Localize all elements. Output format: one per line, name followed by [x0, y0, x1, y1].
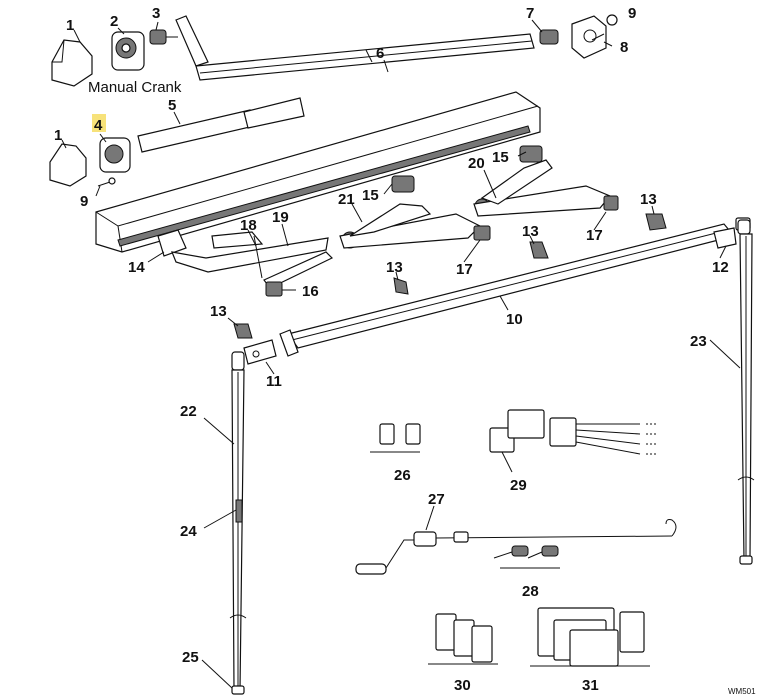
part-label-23: 23 — [690, 333, 707, 350]
part-label-6: 6 — [376, 45, 384, 62]
part-4-highlight — [92, 114, 106, 132]
part-label-18: 18 — [240, 217, 257, 234]
part-label-10: 10 — [506, 311, 523, 328]
part-label-26: 26 — [394, 467, 411, 484]
part-label-13: 13 — [210, 303, 227, 320]
part-label-29: 29 — [510, 477, 527, 494]
manual-crank-caption: Manual Crank — [88, 79, 182, 96]
part-3-bearing — [149, 29, 178, 45]
part-label-17: 17 — [586, 227, 603, 244]
part-label-16: 16 — [302, 283, 319, 300]
arm-assembly-left — [157, 229, 334, 297]
part-1-endcap-top — [51, 39, 93, 87]
part-13-cap-c — [393, 277, 409, 295]
part-label-22: 22 — [180, 403, 197, 420]
part-30-shims — [428, 613, 498, 665]
part-22-support-arm-left — [229, 351, 247, 695]
part-label-1: 1 — [66, 17, 74, 34]
part-label-20: 20 — [468, 155, 485, 172]
arm-assembly-right — [473, 145, 619, 217]
part-label-3: 3 — [152, 5, 160, 22]
part-label-24: 24 — [180, 523, 197, 540]
part-13-cap-b — [529, 241, 549, 259]
part-label-19: 19 — [272, 209, 289, 226]
part-label-7: 7 — [526, 5, 534, 22]
part-label-4: 4 — [94, 117, 103, 134]
part-labels: 1 2 3 7 9 8 6 Manual Crank 5 4 1 9 20 15… — [54, 5, 756, 696]
part-13-cap-d — [233, 323, 253, 339]
part-2-gear-head — [111, 31, 145, 71]
part-7-bearing — [539, 29, 559, 45]
part-label-13: 13 — [386, 259, 403, 276]
part-label-30: 30 — [454, 677, 471, 694]
part-13-cap-a — [645, 213, 667, 231]
part-26-clips — [370, 423, 421, 453]
part-6-roller-tube — [175, 15, 535, 81]
part-5-spring-tube — [137, 97, 305, 153]
part-8-endcap-right — [571, 15, 607, 59]
arm-assembly-middle — [339, 175, 491, 249]
part-label-21: 21 — [338, 191, 355, 208]
drawing-code: WM501 — [728, 687, 756, 696]
part-label-25: 25 — [182, 649, 199, 666]
part-28-screws — [493, 545, 560, 569]
leader-lines — [61, 19, 741, 689]
part-label-11: 11 — [266, 373, 282, 390]
part-label-12: 12 — [712, 259, 729, 276]
part-label-13: 13 — [522, 223, 539, 240]
part-27-crank-handle — [355, 519, 677, 575]
part-9-screw-mid — [97, 177, 116, 187]
awning-lead-rail — [95, 91, 541, 253]
part-label-14: 14 — [128, 259, 145, 276]
part-4-crank-gear — [92, 114, 131, 173]
part-label-31: 31 — [582, 677, 599, 694]
part-label-9: 9 — [80, 193, 88, 210]
part-31-shims — [530, 607, 650, 667]
part-9-screw-top — [591, 14, 618, 41]
part-23-support-arm-right — [737, 219, 755, 565]
part-label-28: 28 — [522, 583, 539, 600]
part-label-5: 5 — [168, 97, 176, 114]
part-label-15: 15 — [362, 187, 379, 204]
part-11-bracket — [243, 339, 277, 365]
part-label-9: 9 — [628, 5, 636, 22]
part-label-2: 2 — [110, 13, 118, 30]
part-label-1: 1 — [54, 127, 62, 144]
part-label-17: 17 — [456, 261, 473, 278]
part-29-switch-assembly — [489, 409, 656, 455]
part-1-endcap-mid — [49, 143, 87, 187]
part-label-13: 13 — [640, 191, 657, 208]
part-label-15: 15 — [492, 149, 509, 166]
part-label-27: 27 — [428, 491, 445, 508]
part-label-8: 8 — [620, 39, 628, 56]
